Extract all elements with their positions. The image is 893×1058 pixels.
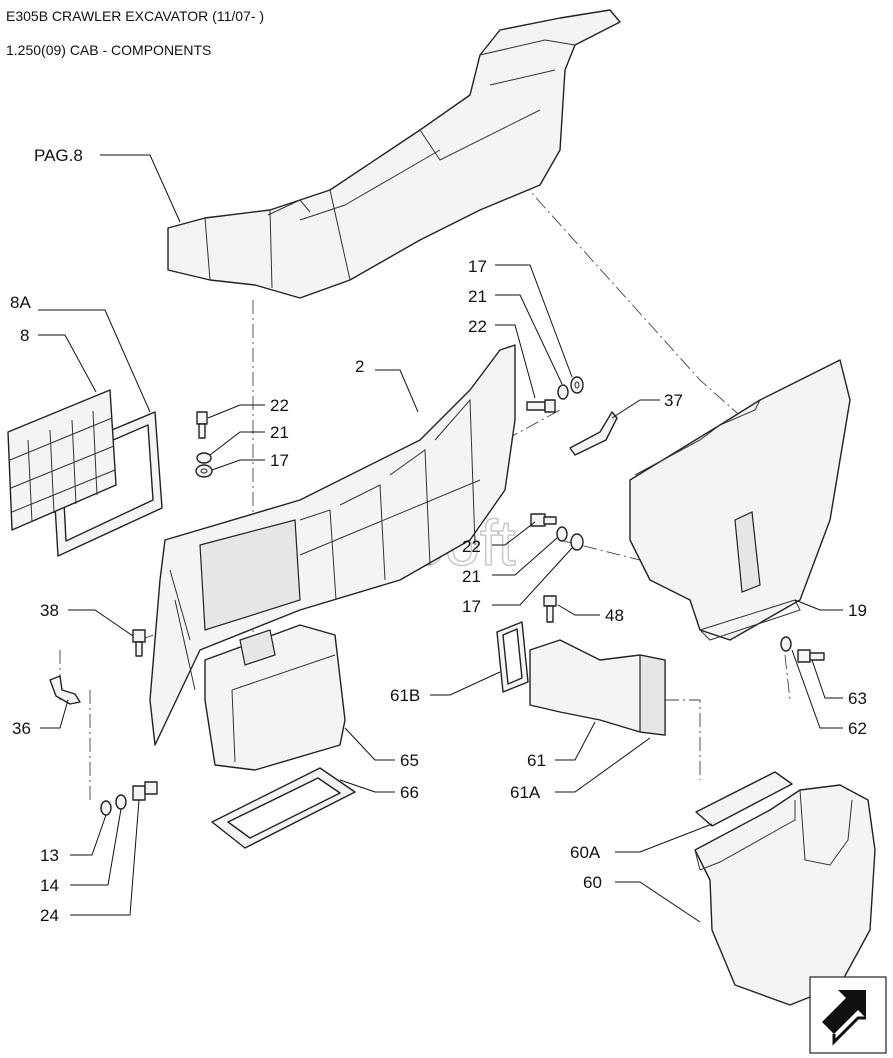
duct-gasket-part — [496, 621, 529, 693]
callout-22c: 22 — [462, 537, 481, 556]
callout-36: 36 — [12, 719, 31, 738]
callout-14: 14 — [40, 876, 59, 895]
bolt-24 — [132, 781, 158, 801]
callout-24: 24 — [40, 906, 59, 925]
callout-63: 63 — [848, 689, 867, 708]
callout-pag8: PAG.8 — [34, 146, 83, 165]
bolt-22-mid — [530, 513, 557, 527]
base-gasket-part — [211, 767, 356, 849]
callout-21a: 21 — [468, 287, 487, 306]
callout-62: 62 — [848, 719, 867, 738]
callout-61A: 61A — [510, 783, 541, 802]
next-page-button[interactable] — [809, 976, 887, 1054]
diagram-subtitle: 1.250(09) CAB - COMPONENTS — [6, 42, 212, 58]
bolt-63 — [797, 649, 825, 663]
bracket-37 — [569, 411, 618, 456]
callout-22b: 22 — [270, 396, 289, 415]
washer-62 — [780, 636, 792, 652]
top-duct-part — [167, 9, 621, 299]
callout-8A: 8A — [10, 293, 31, 312]
callout-17c: 17 — [462, 597, 481, 616]
callout-22a: 22 — [468, 317, 487, 336]
callout-17a: 17 — [468, 257, 487, 276]
washer-17-right — [570, 376, 584, 394]
right-duct-part — [629, 359, 851, 641]
washer-14 — [115, 794, 127, 810]
callout-65: 65 — [400, 751, 419, 770]
washer-21-mid — [556, 526, 568, 542]
callout-17b: 17 — [270, 451, 289, 470]
callout-61B: 61B — [390, 686, 420, 705]
callout-21c: 21 — [462, 567, 481, 586]
callout-8: 8 — [20, 326, 29, 345]
diagram-title: E305B CRAWLER EXCAVATOR (11/07- ) — [6, 8, 265, 24]
elbow-duct-part — [529, 639, 666, 736]
washer-21-right — [557, 384, 569, 400]
washer-17-mid — [570, 533, 584, 551]
washer-13 — [100, 800, 112, 816]
washer-17-left — [195, 464, 213, 478]
callout-2: 2 — [355, 357, 364, 376]
washer-21-left — [196, 452, 212, 464]
leader-lines — [38, 154, 843, 923]
callout-48: 48 — [605, 606, 624, 625]
callout-60: 60 — [583, 873, 602, 892]
lower-duct-box-part — [204, 624, 346, 771]
bolt-22-left — [196, 411, 208, 439]
outlet-gasket-part — [695, 771, 793, 827]
clip-36 — [49, 675, 81, 705]
callout-61: 61 — [527, 751, 546, 770]
callout-37: 37 — [664, 391, 683, 410]
callout-60A: 60A — [570, 843, 601, 862]
next-page-arrow-icon — [822, 990, 866, 1046]
callout-21b: 21 — [270, 423, 289, 442]
callout-13: 13 — [40, 846, 59, 865]
bolt-48 — [543, 595, 557, 623]
lower-outlet-duct-part — [694, 784, 876, 1006]
filter-grille-part — [7, 389, 117, 531]
callout-19: 19 — [848, 601, 867, 620]
main-panel-part — [149, 344, 516, 746]
bolt-38 — [132, 629, 146, 657]
callout-38: 38 — [40, 601, 59, 620]
callout-labels: PAG.8 8A 8 2 17 21 22 37 22 21 17 22 21 … — [10, 146, 867, 925]
bolt-22-right — [526, 399, 556, 413]
callout-66: 66 — [400, 783, 419, 802]
